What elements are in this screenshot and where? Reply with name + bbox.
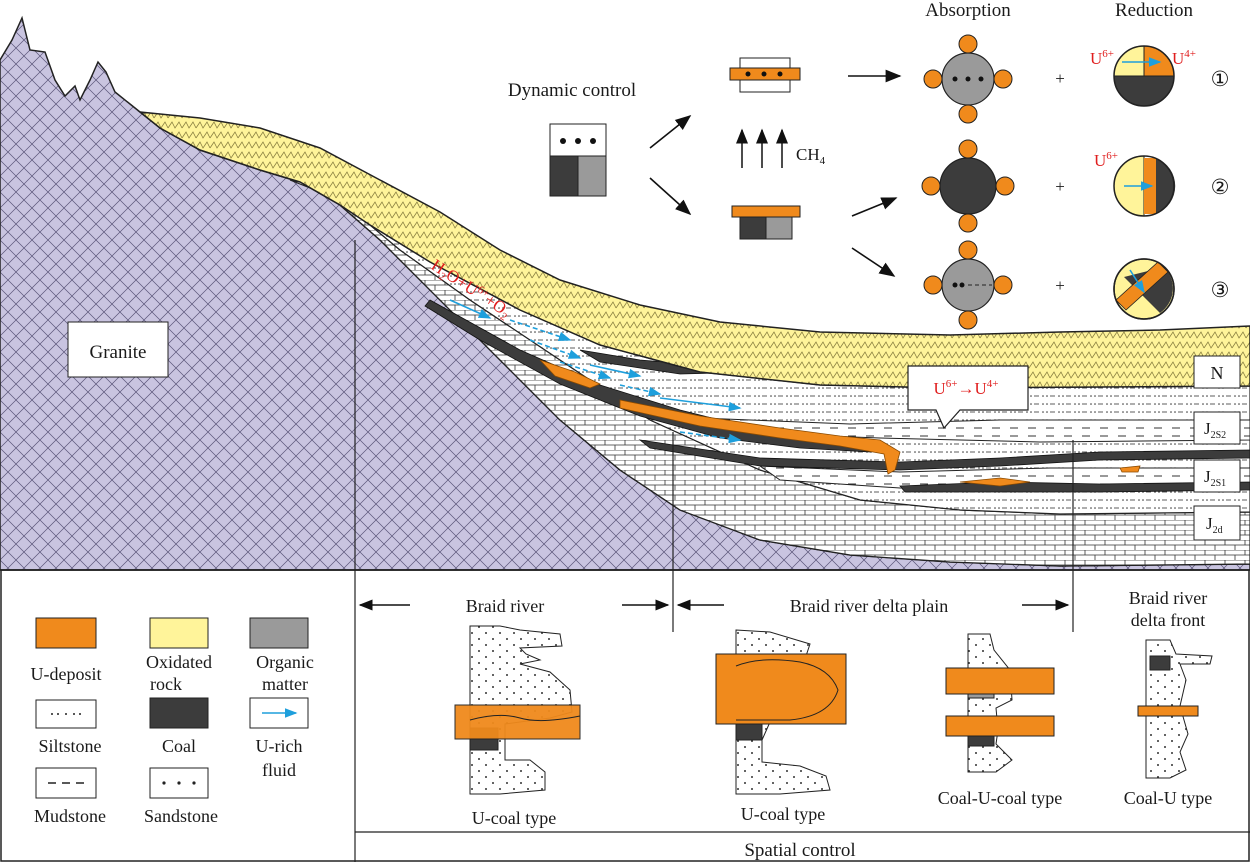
zone-delta-front-2: delta front [1131,610,1205,630]
column-4: Coal-U type [1124,639,1213,808]
zone-delta-plain: Braid river delta plain [790,596,948,616]
fluid-arrow [559,361,612,380]
fluid-arrow [619,384,662,397]
legend-label-organic-2: matter [262,674,308,694]
fluid-arrow [509,319,572,342]
zone-braid-river: Braid river [466,596,544,616]
dynamic-control-panel: Dynamic control CH4 [508,57,902,277]
fluid-arrow [529,339,582,359]
ch4-label: CH4 [796,145,826,167]
legend-label-organic: Organic [256,652,314,672]
reduction-u6-label-2: U6+ [1094,150,1118,170]
zone-delta-front-1: Braid river [1129,588,1207,608]
plus-sign-2: + [1055,177,1065,196]
cross-section: H2O+U6++O2 Granite U6+→U4+ N J2S2 J2S1 J… [0,15,1250,571]
oxidized-cover [137,111,1250,389]
reduction-column: Reduction U6+ U4+ U6+ ① ② ③ [1090,0,1230,320]
reduction-title: Reduction [1115,0,1194,21]
absorption-title: Absorption [925,0,1011,21]
stratum-j2s2-label: J2S2 [1204,419,1226,441]
u-rich-fluid-arrows [449,299,742,444]
fluid-arrow [659,397,742,412]
fluid-arrow [589,364,642,379]
plus-sign-1: + [1055,69,1065,88]
fluid-arrow [679,431,742,444]
legend-label-fluid-2: fluid [262,760,296,780]
legend-label-coal: Coal [162,736,196,756]
column-3: Coal-U-coal type [938,633,1062,808]
plus-sign-3: + [1055,276,1065,295]
dynamic-control-title: Dynamic control [508,80,636,101]
column-1-type: U-coal type [472,808,556,828]
stratum-j2d-label: J2d [1206,514,1223,536]
legend: U-deposit Oxidated rock Organic matter S… [31,617,314,826]
reaction-callout-text: U6+→U4+ [934,378,999,398]
stratum-j2s1-label: J2S1 [1204,467,1226,489]
stratum-n-label: N [1211,363,1224,383]
fluid-arrow [449,299,492,319]
granite-label: Granite [90,342,147,363]
column-2-type: U-coal type [741,804,825,824]
absorption-column: Absorption + + + [921,0,1065,330]
coal-seam-1 [424,299,882,453]
column-1: U-coal type [454,625,581,828]
u-deposit-lens-4 [959,477,1031,487]
column-3-type: Coal-U-coal type [938,788,1062,808]
column-2: U-coal type [715,629,847,824]
legend-label-oxidated-2: rock [150,674,182,694]
marker-3: ③ [1211,278,1230,302]
legend-label-siltstone: Siltstone [38,736,101,756]
u-deposit-lens-2 [539,359,601,389]
marker-1: ① [1211,67,1230,91]
column-4-type: Coal-U type [1124,788,1212,808]
legend-label-oxidated: Oxidated [146,652,212,672]
spatial-control-label: Spatial control [744,840,855,861]
u-deposit-lens-1 [619,399,901,475]
legend-label-fluid: U-rich [256,736,303,756]
legend-label-u-deposit: U-deposit [31,664,102,684]
u-deposit-lens-3 [1119,465,1141,473]
reduction-u6-label: U6+ [1090,48,1114,68]
reduction-u4-label: U4+ [1172,48,1196,68]
bottom-frame [0,240,1250,862]
legend-label-sandstone: Sandstone [144,806,218,826]
zone-labels: Braid river Braid river delta plain Brai… [358,588,1207,630]
marker-2: ② [1211,175,1230,199]
reaction-callout [907,365,1029,430]
legend-label-mudstone: Mudstone [34,806,106,826]
coal-seam-2 [638,439,1250,471]
